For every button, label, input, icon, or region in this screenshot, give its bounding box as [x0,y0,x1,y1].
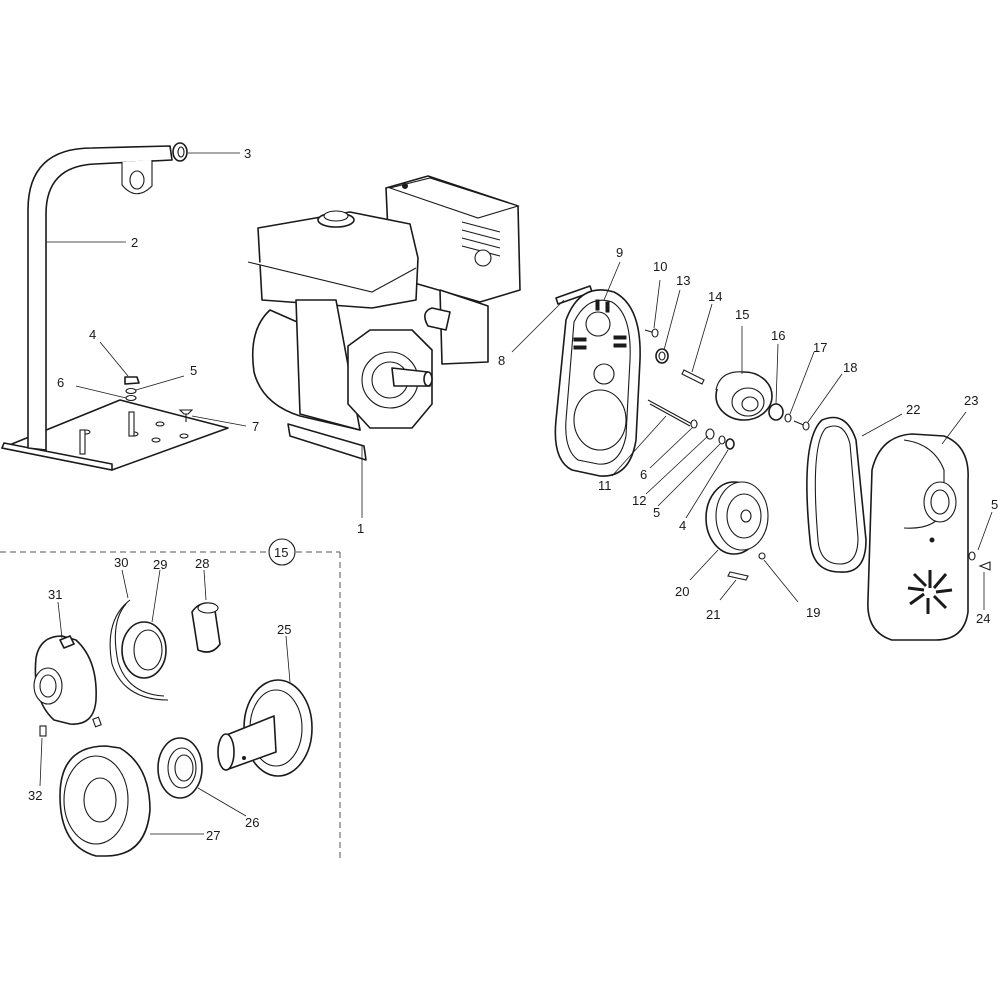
callout-8: 8 [498,353,505,368]
spacer-16 [768,403,784,421]
cover-vents [907,570,953,614]
screw-10 [644,328,659,338]
bushing-28 [191,602,221,653]
screw-7 [178,409,194,422]
callout-9: 9 [616,245,623,260]
clutch-hub-31 [33,635,102,728]
callout-23: 23 [964,393,978,408]
screw-19 [758,552,766,560]
callout-18: 18 [843,360,857,375]
callout-20: 20 [675,584,689,599]
callout-24: 24 [976,611,990,626]
callout-21: 21 [706,607,720,622]
callout-labels: 1 2 3 4 5 6 7 8 9 10 13 14 15 16 17 18 1… [28,146,998,843]
washer-6 [125,394,137,402]
callout-10: 10 [653,259,667,274]
washer-17 [784,413,792,423]
callout-13: 13 [676,273,690,288]
callout-28: 28 [195,556,209,571]
callout-27: 27 [206,828,220,843]
callout-11: 11 [598,478,612,493]
key-21 [727,571,749,581]
callout-19: 19 [806,605,820,620]
leader-lines [39,152,993,835]
engine [247,175,521,461]
bolt-11 [647,399,693,427]
callout-32: 32 [28,788,42,803]
callout-14: 14 [708,289,722,304]
callout-30: 30 [114,555,128,570]
nut-4 [124,376,140,385]
callout-4: 4 [89,327,96,342]
drum-25 [217,679,313,777]
pulley-20 [705,481,769,555]
key-14 [681,369,705,385]
callout-22: 22 [906,402,920,417]
callout-4b: 4 [679,518,686,533]
shoe-29 [121,621,167,679]
clutch-detail-frame [0,538,341,858]
screw-24 [978,561,991,571]
callout-5b: 5 [653,505,660,520]
screw-32 [39,725,47,737]
stand-tube [27,145,173,451]
clutch-assembly [715,371,773,421]
washer-5 [125,387,137,395]
washer-6b [690,419,698,429]
callout-3: 3 [244,146,251,161]
callout-6: 6 [57,375,64,390]
callout-25: 25 [277,622,291,637]
callout-12: 12 [632,493,646,508]
nut-4b [725,438,735,450]
callout-1: 1 [357,521,364,536]
washer-5b [718,435,726,445]
callout-17: 17 [813,340,827,355]
bolt-18 [793,420,810,431]
stand-base-plate [1,399,229,471]
callout-26: 26 [245,815,259,830]
callout-2: 2 [131,235,138,250]
clutch-bell-27 [59,745,151,857]
v-belt-22 [806,416,867,573]
callout-5c: 5 [991,497,998,512]
washer-12 [705,428,715,440]
callout-5: 5 [190,363,197,378]
belt-guard-cover-23 [867,433,969,641]
stand-plug [172,142,188,162]
bushing-13 [655,348,669,364]
bearing-26 [157,737,203,799]
belt-guard-back [554,289,641,477]
washer-5c [968,551,976,561]
callout-6b: 6 [640,467,647,482]
callout-15: 15 [735,307,749,322]
callout-15b: 15 [274,545,288,560]
callout-16: 16 [771,328,785,343]
callout-29: 29 [153,557,167,572]
callout-31: 31 [48,587,62,602]
callout-7: 7 [252,419,259,434]
